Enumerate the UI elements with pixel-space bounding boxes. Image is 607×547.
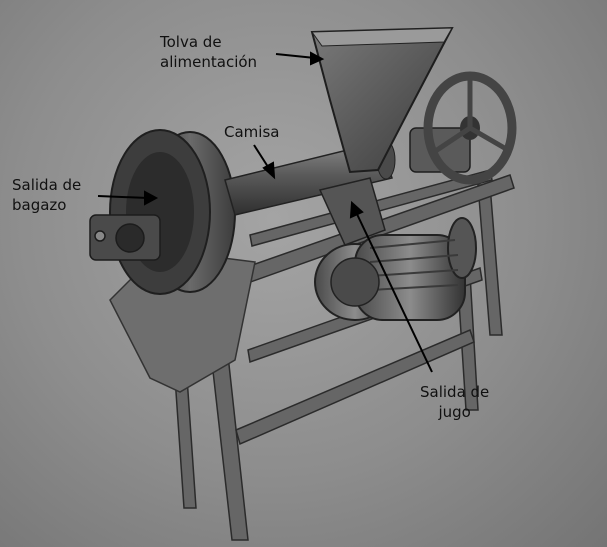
- bagasse-outlet-drum: [109, 129, 236, 295]
- annotation-arrows: [97, 51, 433, 373]
- label-feed-hopper: Tolva de alimentación: [160, 33, 258, 71]
- electric-motor: [314, 217, 477, 321]
- pulley-wheel: [423, 71, 517, 185]
- bearing-block: [89, 214, 161, 261]
- feed-hopper: [310, 26, 454, 174]
- label-juice-outlet: Salida de jugo: [420, 383, 490, 421]
- label-barrel-jacket: Camisa: [224, 123, 280, 141]
- label-bagasse-outlet: Salida de bagazo: [12, 176, 82, 214]
